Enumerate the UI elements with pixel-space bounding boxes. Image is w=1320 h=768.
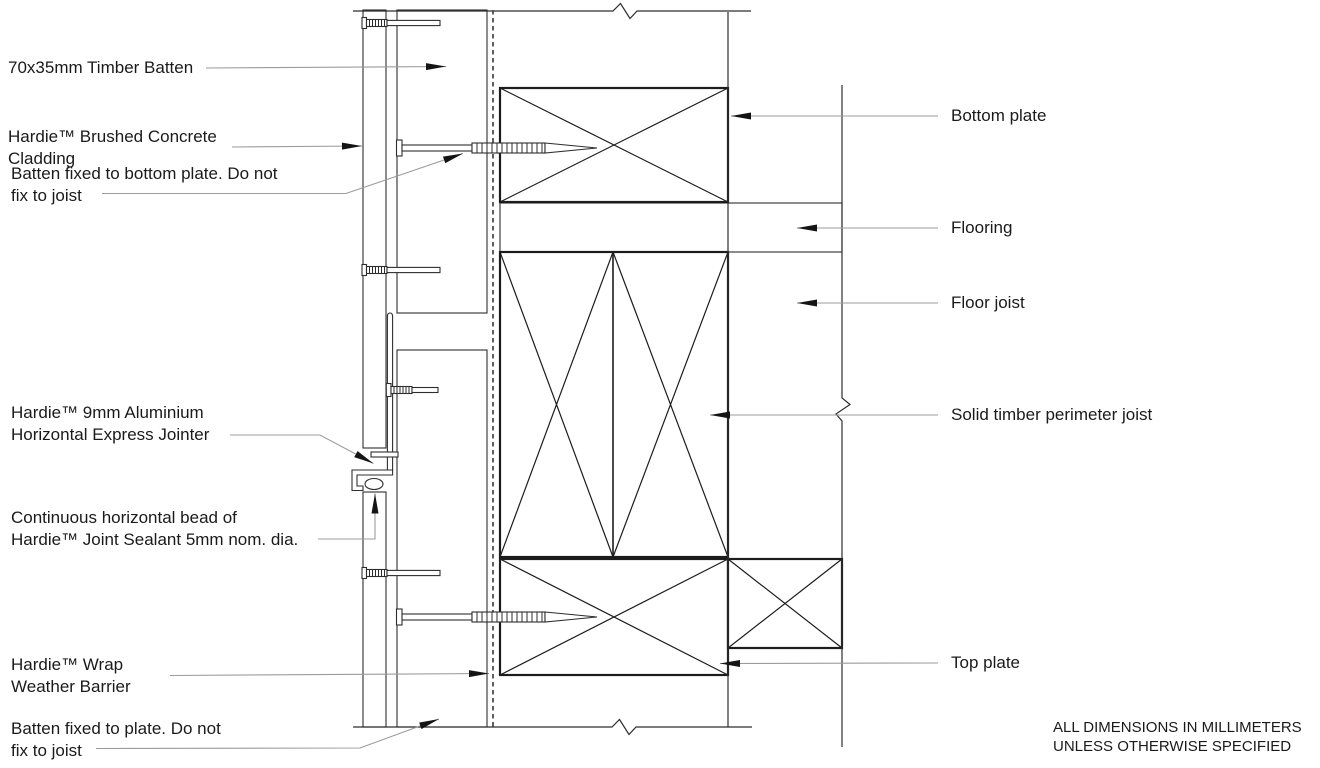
timber-batten-lower xyxy=(396,349,488,728)
leader-cladding xyxy=(231,142,363,150)
leader-batten-fix-bottom-plate xyxy=(102,152,464,195)
perimeter-joist-box xyxy=(498,250,730,559)
flooring-band xyxy=(499,202,843,253)
label-express-jointer: Hardie™ 9mm Aluminium Horizontal Express… xyxy=(11,403,210,444)
plate-fixing-screw-upper xyxy=(395,139,598,157)
label-sealant-bead: Continuous horizontal bead of Hardie™ Jo… xyxy=(11,508,299,549)
batten-fixing-screw-bottom xyxy=(361,566,441,580)
label-top-plate: Top plate xyxy=(951,653,1020,672)
label-weather-barrier: Hardie™ Wrap Weather Barrier xyxy=(11,655,131,696)
label-batten-fix-bottom-plate: Batten fixed to bottom plate. Do not fix… xyxy=(11,164,278,205)
leaders-left xyxy=(95,63,490,750)
top-boundary-line xyxy=(353,2,751,20)
leader-batten-fix-plate xyxy=(95,718,440,750)
label-timber-batten: 70x35mm Timber Batten xyxy=(8,58,194,77)
sealant-bead xyxy=(364,477,384,491)
leaders-right xyxy=(710,112,939,667)
label-batten-fix-plate: Batten fixed to plate. Do not fix to joi… xyxy=(11,719,221,760)
dimensions-note: ALL DIMENSIONS IN MILLIMETERS UNLESS OTH… xyxy=(1053,719,1302,755)
leader-sealant-bead xyxy=(318,493,379,540)
label-flooring: Flooring xyxy=(951,218,1013,237)
express-jointer-profile xyxy=(351,312,399,492)
timber-batten-upper xyxy=(396,9,488,314)
bottom-boundary-line xyxy=(353,718,752,736)
wall-outer-line xyxy=(835,85,852,747)
label-floor-joist: Floor joist xyxy=(951,293,1025,312)
leader-weather-barrier xyxy=(169,670,490,678)
label-perimeter-joist: Solid timber perimeter joist xyxy=(951,405,1153,424)
batten-fixing-screw-middle xyxy=(361,263,441,277)
plate-fixing-screw-lower xyxy=(395,608,598,626)
leader-timber-batten xyxy=(205,63,447,71)
label-bottom-plate: Bottom plate xyxy=(951,106,1047,125)
cladding-upper-sheet xyxy=(362,9,387,449)
leader-express-jointer xyxy=(230,434,374,464)
batten-fixing-screw-top xyxy=(361,16,441,30)
label-cladding: Hardie™ Brushed Concrete Cladding xyxy=(8,127,217,168)
blocking-box xyxy=(726,557,844,650)
leader-top-plate xyxy=(719,659,939,667)
jointer-fixing-screw xyxy=(385,382,439,398)
